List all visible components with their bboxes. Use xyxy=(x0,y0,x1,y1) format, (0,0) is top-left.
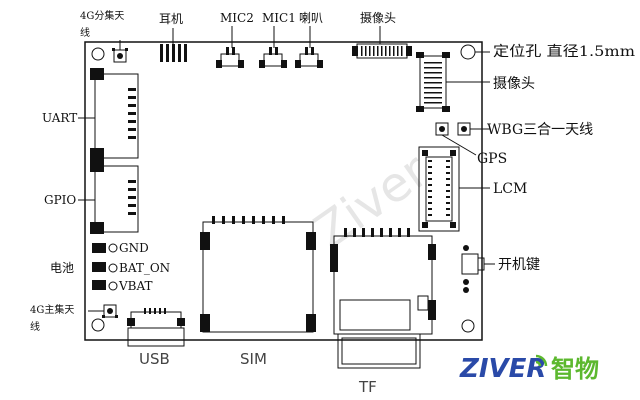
label-gpio: GPIO xyxy=(44,193,76,207)
label-gps: GPS xyxy=(477,151,507,167)
ant-4g-div-connector xyxy=(112,48,128,63)
label-camera-top: 摄像头 xyxy=(360,10,396,25)
label-mount-hole: 定位孔 直径1.5mm xyxy=(493,43,635,60)
label-bat-on: BAT_ON xyxy=(119,261,170,275)
label-lcm: LCM xyxy=(493,181,527,197)
brand-wifi-icon xyxy=(535,354,548,367)
brand-logo: ZIVER 智物 xyxy=(459,354,599,384)
label-ant-4g-div-line2: 线 xyxy=(80,26,90,39)
leader-lines xyxy=(78,26,495,312)
label-sim: SIM xyxy=(240,350,267,368)
gpio-connector xyxy=(90,160,139,234)
sim-holder xyxy=(200,216,316,333)
label-camera-right: 摄像头 xyxy=(493,76,535,92)
label-power-key: 开机键 xyxy=(498,257,540,273)
power-key xyxy=(461,245,485,293)
label-vbat: VBAT xyxy=(118,279,153,293)
ant-4g-main-connector xyxy=(102,304,118,318)
brand-text: ZIVER xyxy=(459,354,546,384)
label-gnd: GND xyxy=(119,241,149,255)
label-ant-4g-div-line1: 4G分集天 xyxy=(80,9,124,22)
earphone-pads xyxy=(160,44,187,62)
camera-right-connector xyxy=(416,52,450,112)
label-earphone: 耳机 xyxy=(159,12,183,26)
tf-holder xyxy=(330,228,436,369)
label-battery: 电池 xyxy=(50,261,74,275)
mic1-connector xyxy=(259,47,287,68)
label-uart: UART xyxy=(42,111,77,125)
battery-pads xyxy=(92,243,106,290)
usb-connector xyxy=(127,308,185,347)
lcm-connector xyxy=(418,146,460,232)
mic2-connector xyxy=(216,47,244,68)
label-ant-4g-main-line2: 线 xyxy=(30,320,40,333)
battery-pad-circles xyxy=(108,243,118,291)
pcb-outline xyxy=(84,41,483,341)
camera-top-connector xyxy=(352,43,412,59)
gps-ant-connector xyxy=(435,122,449,136)
speaker-connector xyxy=(295,47,323,68)
label-wbg-ant: WBG三合一天线 xyxy=(487,122,593,138)
brand-cn-text: 智物 xyxy=(551,355,599,383)
label-speaker: 喇叭 xyxy=(299,10,323,25)
label-ant-4g-main-line1: 4G主集天 xyxy=(30,303,74,316)
label-mic1: MIC1 xyxy=(262,11,296,25)
wbg-ant-connector xyxy=(457,122,471,136)
uart-connector xyxy=(90,68,139,160)
label-usb: USB xyxy=(139,350,170,368)
label-tf: TF xyxy=(358,378,377,396)
label-mic2: MIC2 xyxy=(220,11,254,25)
